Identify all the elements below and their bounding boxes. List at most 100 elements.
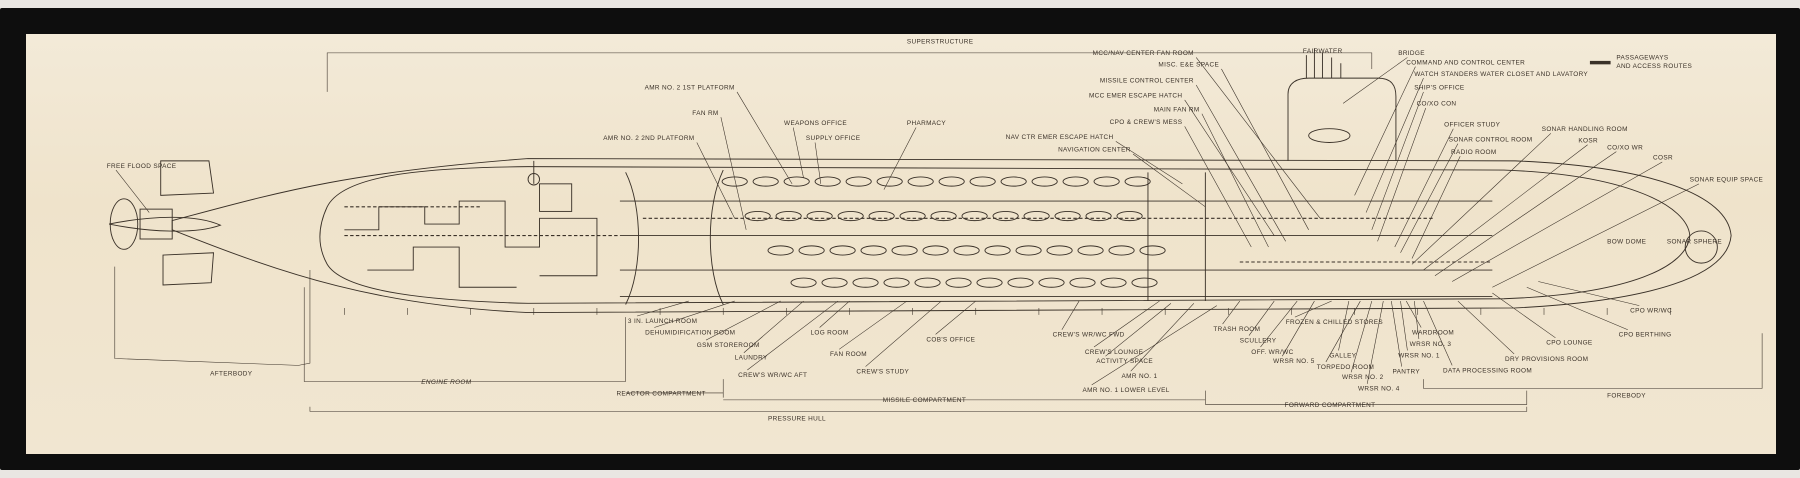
stern-cone [108, 216, 222, 232]
ship-s-office-leader-line [1371, 91, 1424, 230]
sonar-handling-room-leader-line [1411, 133, 1552, 265]
missile-tube [976, 277, 1003, 288]
missile-tube [914, 277, 941, 288]
co-xo-con-label: CO/XO CON [1417, 101, 1457, 108]
cpo-berthing-leader-line [1526, 286, 1628, 331]
galley-leader-line [1338, 300, 1350, 351]
wrsr-no-1-label: WRSR NO. 1 [1398, 352, 1440, 359]
cpo-crew-s-mess-label: CPO & CREW'S MESS [1110, 119, 1183, 126]
wrsr-no-4-label: WRSR NO. 4 [1358, 386, 1400, 393]
cpo-crew-s-mess-leader-line [1184, 126, 1252, 248]
command-and-control-center-leader-line [1354, 66, 1416, 196]
missile-tube [1124, 176, 1151, 187]
crew-s-wr-wc-fwd-label: CREW'S WR/WC FWD [1053, 332, 1125, 339]
engine-room-bracket [303, 287, 626, 382]
missile-tube [1077, 245, 1104, 256]
fairwater-label: FAIRWATER [1303, 48, 1343, 55]
sonar-equip-space-label: SONAR EQUIP SPACE [1690, 177, 1763, 184]
missile-tube [876, 176, 903, 187]
missile-tube [1085, 210, 1112, 222]
frozen-chilled-stores-label: FROZEN & CHILLED STORES [1286, 319, 1383, 326]
missile-tube [899, 210, 926, 222]
cob-s-office-leader-line [935, 300, 976, 335]
missile-tube [1069, 277, 1096, 288]
kosr-leader-line [1423, 144, 1588, 271]
scullery-label: SCULLERY [1240, 337, 1277, 344]
picture-frame [0, 8, 1800, 470]
trash-room-leader-line [1222, 300, 1241, 325]
reactor-compartment-label: REACTOR COMPARTMENT [616, 390, 705, 397]
section-labels: SUPERSTRUCTURE FAIRWATER AFTERBODY ENGIN… [210, 39, 1692, 423]
3-in-launch-room-label: 3 IN. LAUNCH ROOM [628, 318, 697, 325]
laundry-label: LAUNDRY [735, 355, 768, 362]
3-in-launch-room-leader-line [637, 300, 689, 317]
crew-s-study-leader-line [865, 300, 942, 367]
command-and-control-center-label: COMMAND AND CONTROL CENTER [1406, 59, 1525, 66]
forward-compartment-label: FORWARD COMPARTMENT [1285, 402, 1376, 409]
wardroom-leader-line [1406, 300, 1422, 328]
missile-tube [1116, 210, 1143, 222]
off-wr-wc-leader-line [1260, 300, 1298, 348]
officer-study-label: OFFICER STUDY [1444, 121, 1501, 128]
crew-s-study-label: CREW'S STUDY [856, 368, 909, 375]
missile-tube [984, 245, 1011, 256]
forward-compartment-bracket [1205, 390, 1528, 405]
missile-tube [744, 210, 771, 222]
missile-tube [821, 277, 848, 288]
data-processing-room-leader-line [1423, 300, 1453, 366]
laundry-leader-line [743, 300, 804, 353]
missile-tube [883, 277, 910, 288]
gsm-storeroom-leader-line [705, 300, 781, 341]
cosr-leader-line [1452, 161, 1663, 282]
sonar-equip-space-leader-line [1492, 183, 1700, 288]
missile-tube [1054, 210, 1081, 222]
missile-tube [752, 176, 779, 187]
missile-tube [930, 210, 957, 222]
superstructure-label: SUPERSTRUCTURE [907, 39, 974, 46]
superstructure-bracket [326, 52, 1373, 92]
sail-planes [1308, 128, 1351, 143]
propeller-shroud [139, 208, 173, 240]
blueprint-paper [26, 34, 1776, 454]
sonar-control-room-leader-line [1400, 143, 1459, 253]
dry-provisions-room-leader-line [1457, 300, 1515, 355]
cpo-wr-wc-label: CPO WR/WC [1630, 308, 1672, 315]
afterbody-label: AFTERBODY [210, 371, 253, 378]
sail [1287, 77, 1397, 161]
missile-control-center-leader-line [1195, 84, 1286, 242]
missile-tube [1062, 176, 1089, 187]
missile-tube [1007, 277, 1034, 288]
hatch [527, 173, 541, 186]
missile-tube [814, 176, 841, 187]
forebody-label: FOREBODY [1607, 393, 1646, 400]
nav-ctr-emer-escape-hatch-leader-line [1115, 141, 1183, 185]
amr-no-2-1st-platform-label: AMR NO. 2 1ST PLATFORM [645, 85, 735, 92]
missile-tube [891, 245, 918, 256]
missile-tube [953, 245, 980, 256]
missile-tube [1031, 176, 1058, 187]
machinery-block [539, 183, 573, 212]
watch-standers-water-closet-and-lavatory-label: WATCH STANDERS WATER CLOSET AND LAVATORY [1414, 71, 1588, 78]
amr-no-1-label: AMR NO. 1 [1122, 373, 1158, 380]
wrsr-no-2-leader-line [1350, 300, 1373, 373]
passageway-routes [344, 206, 1493, 263]
submarine-hull [108, 48, 1732, 313]
amr-no-2-1st-platform-leader-line [736, 91, 793, 184]
missile-tube [1038, 277, 1065, 288]
mcc-emer-escape-hatch-label: MCC EMER ESCAPE HATCH [1089, 93, 1182, 100]
missile-tube [969, 176, 996, 187]
missile-tube [907, 176, 934, 187]
supply-office-label: SUPPLY OFFICE [806, 135, 861, 142]
misc-e-e-space-label: MISC. E&E SPACE [1158, 62, 1219, 69]
fan-rm-leader-line [720, 117, 747, 230]
missile-tube [798, 245, 825, 256]
missile-tube [922, 245, 949, 256]
torpedo-room-label: TORPEDO ROOM [1317, 364, 1375, 371]
cpo-berthing-label: CPO BERTHING [1619, 332, 1672, 339]
wrsr-no-3-leader-line [1414, 301, 1420, 340]
amr-no-1-leader-line [1130, 303, 1195, 372]
free-flood-space-leader-line [115, 169, 150, 213]
pantry-leader-line [1391, 301, 1402, 367]
missile-tube [868, 210, 895, 222]
wrsr-no-5-leader-line [1282, 300, 1315, 357]
